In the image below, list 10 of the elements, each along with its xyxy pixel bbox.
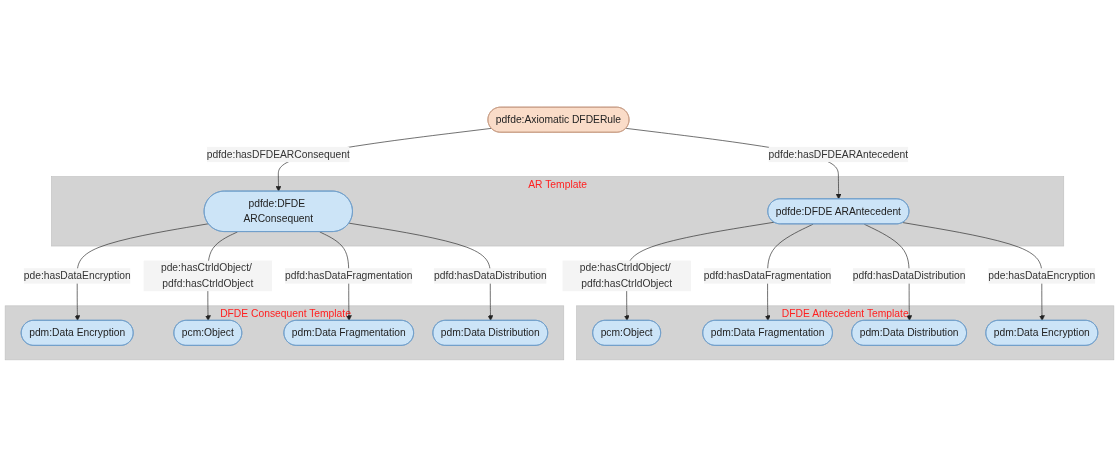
edge-label: pdfd:hasDataFragmentation [703, 270, 832, 282]
edge-label: pde:hasDataEncryption [23, 270, 131, 282]
edge-label: pde:hasCtrldObject/ pdfd:hasCtrldObject [160, 262, 254, 289]
edge-label: pdfd:hasDataDistribution [852, 270, 966, 282]
edge-label: pdfde:hasDFDEARAntecedent [768, 148, 909, 160]
edge-label: pde:hasCtrldObject/ pdfd:hasCtrldObject [579, 262, 673, 289]
edge-label: pde:hasDataEncryption [988, 270, 1096, 282]
edge-label: pdfde:hasDFDEARConsequent [206, 148, 350, 160]
edge-label: pdfd:hasDataDistribution [433, 270, 547, 282]
edge-label: pdfd:hasDataFragmentation [284, 270, 413, 282]
